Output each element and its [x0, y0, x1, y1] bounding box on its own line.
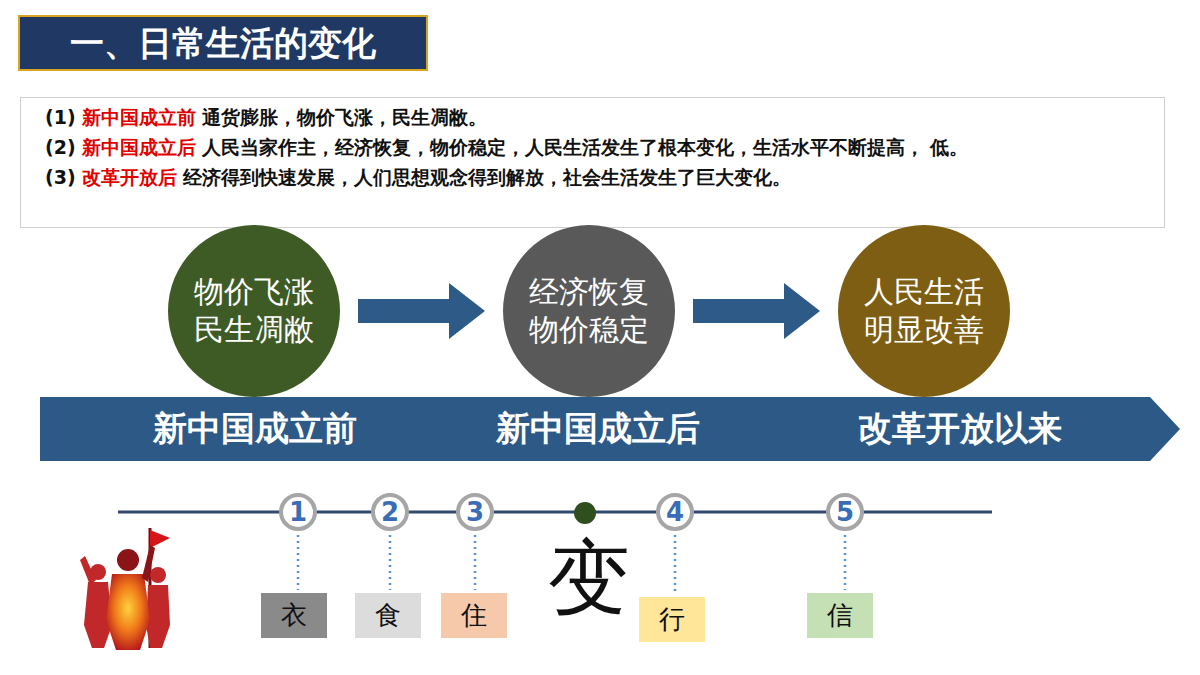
period-heading: 改革开放后 — [82, 166, 177, 188]
category-label: 信 — [827, 598, 853, 633]
category-box: 食 — [355, 593, 421, 638]
title-banner: 一、日常生活的变化 — [18, 15, 428, 71]
big-character: 变 — [548, 530, 630, 626]
stage-circle: 物价飞涨 民生凋敝 — [168, 225, 340, 397]
period-text: 人民当家作主，经济恢复，物价稳定，人民生活发生了根本变化，生活水平不断提高， 低… — [202, 136, 969, 158]
period-text: 通货膨胀，物价飞涨，民生凋敝。 — [202, 106, 487, 128]
period-heading: 新中国成立前 — [82, 106, 196, 128]
category-label: 行 — [659, 602, 685, 637]
flow-arrow — [358, 299, 449, 323]
callout-number: 3 — [455, 492, 495, 532]
circle-label: 经济恢复 物价稳定 — [503, 225, 675, 397]
text-line: (2) 新中国成立后人民当家作主，经济恢复，物价稳定，人民生活发生了根本变化，生活… — [45, 132, 1154, 162]
leader-line — [474, 535, 477, 590]
circle-label: 物价飞涨 民生凋敝 — [168, 225, 340, 397]
category-label: 食 — [375, 598, 401, 633]
circle-shape — [503, 225, 675, 397]
leader-line — [389, 535, 392, 590]
circle-shape — [168, 225, 340, 397]
category-box: 信 — [807, 593, 873, 638]
category-label: 住 — [461, 598, 487, 633]
period-text: 经济得到快速发展，人们思想观念得到解放，社会生活发生了巨大变化。 — [183, 166, 791, 188]
callout-number: 2 — [370, 492, 410, 532]
leader-line — [674, 535, 677, 594]
stage-circle: 经济恢复 物价稳定 — [503, 225, 675, 397]
timeline-band: 新中国成立前 新中国成立后 改革开放以来 — [40, 397, 1180, 461]
text-line: (1) 新中国成立前通货膨胀，物价飞涨，民生凋敝。 — [45, 102, 1154, 132]
period-label: 新中国成立前 — [153, 406, 357, 452]
period-label: 新中国成立后 — [496, 406, 700, 452]
item-marker: (1) — [45, 106, 76, 128]
callout-number: 4 — [655, 492, 695, 532]
circle-label: 人民生活 明显改善 — [838, 225, 1010, 397]
callout-number: 3 — [455, 492, 495, 532]
item-marker: (2) — [45, 136, 76, 158]
people-figure — [80, 528, 170, 650]
category-label: 衣 — [281, 598, 307, 633]
category-box: 行 — [639, 597, 705, 642]
callout-number: 1 — [278, 492, 318, 532]
text-panel: (1) 新中国成立前通货膨胀，物价飞涨，民生凋敝。 (2) 新中国成立后人民当家作主，… — [20, 97, 1165, 228]
period-label: 改革开放以来 — [858, 406, 1062, 452]
period-heading: 新中国成立后 — [82, 136, 196, 158]
leader-line — [844, 535, 847, 590]
timeline-dot — [574, 502, 596, 524]
leader-line — [297, 535, 300, 590]
callout-number: 1 — [278, 492, 318, 532]
callout-number: 4 — [655, 492, 695, 532]
text-line: (3) 改革开放后经济得到快速发展，人们思想观念得到解放，社会生活发生了巨大变化。 — [45, 162, 1154, 192]
stage-circle: 人民生活 明显改善 — [838, 225, 1010, 397]
item-marker: (3) — [45, 166, 76, 188]
callout-number: 5 — [825, 492, 865, 532]
category-box: 住 — [441, 593, 507, 638]
circle-shape — [838, 225, 1010, 397]
callout-number: 5 — [825, 492, 865, 532]
category-box: 衣 — [261, 593, 327, 638]
flow-arrow — [693, 299, 784, 323]
callout-number: 2 — [370, 492, 410, 532]
